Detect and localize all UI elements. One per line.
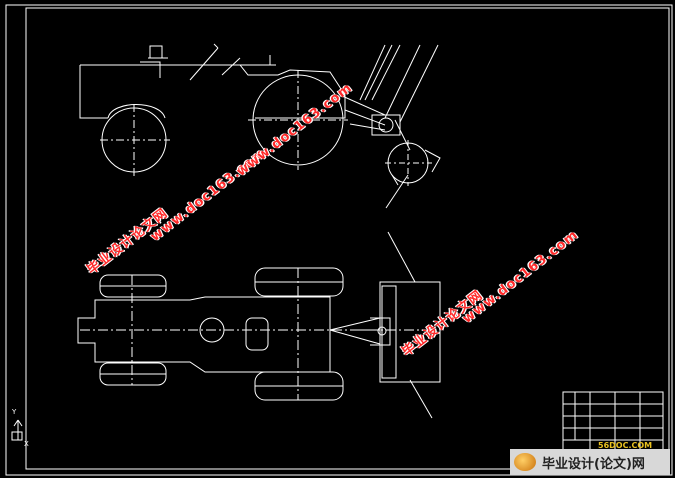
ucs-x-label: X <box>24 440 29 448</box>
site-mark: 56DOC.COM <box>598 441 653 450</box>
implement-side-view <box>213 43 441 209</box>
outer-frame <box>5 4 673 476</box>
tractor-top-view <box>77 267 420 401</box>
implement-top-view <box>329 231 441 419</box>
ucs-y-label: Y <box>11 408 17 416</box>
sun-logo-icon <box>514 453 536 471</box>
tractor-side-view <box>79 45 348 176</box>
inner-frame <box>25 7 670 470</box>
site-badge: 毕业设计(论文)网 <box>510 449 670 475</box>
ucs-icon <box>11 419 23 441</box>
badge-text: 毕业设计(论文)网 <box>542 456 645 472</box>
